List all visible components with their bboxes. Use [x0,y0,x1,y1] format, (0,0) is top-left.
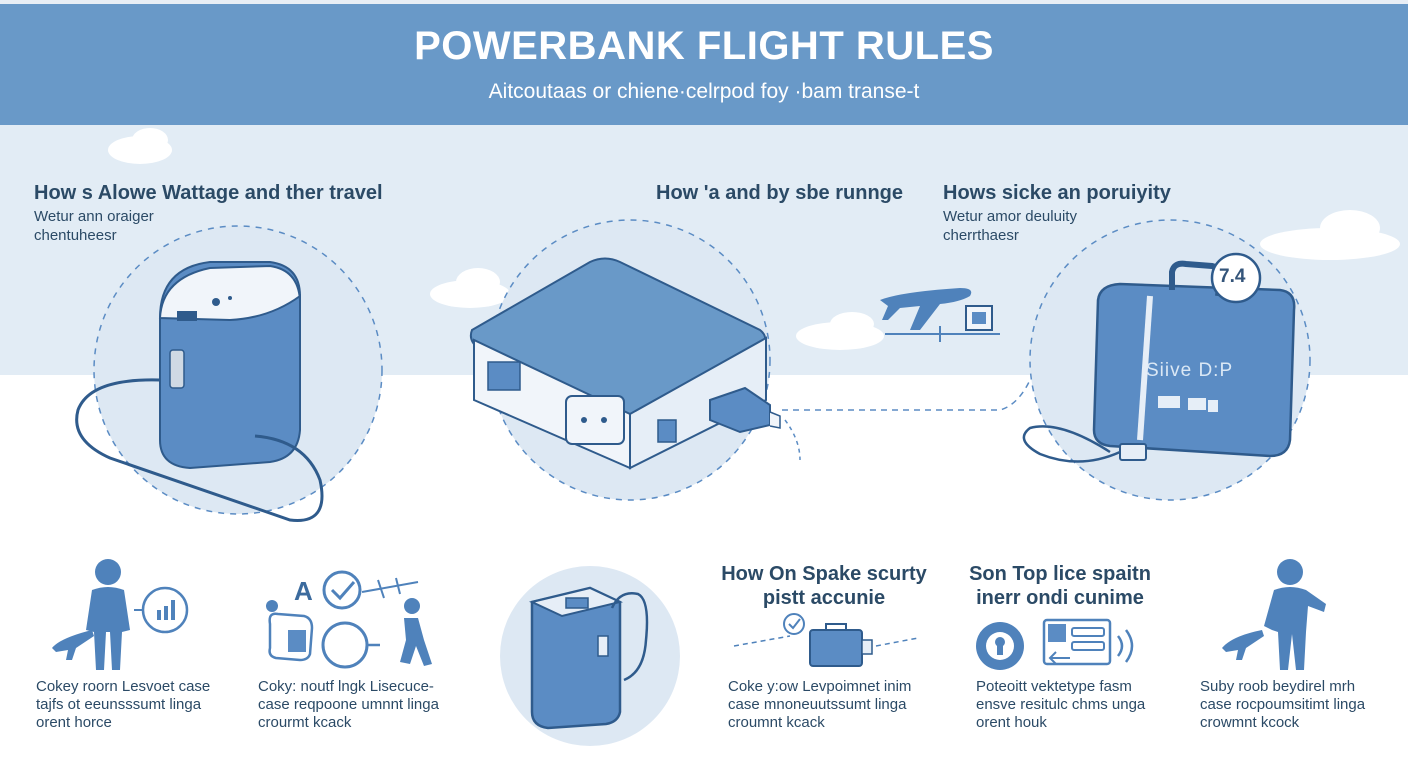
caption-line: croumnt kcack [728,714,825,731]
section-subtitle-line: Wetur ann oraiger [34,208,154,225]
briefcase-icon [809,623,873,667]
airplane-icon [52,630,94,660]
powerbank-icon [528,586,649,730]
person-icon [86,559,130,670]
section-title: How s Alowe Wattage and ther travel [34,182,383,204]
caption-line: case rocpoumsitimt linga [1200,696,1366,713]
bottom-caption: Suby roob beydirel mrh case rocpoumsitim… [1200,678,1365,732]
caption-line: crowmnt kcock [1200,714,1300,731]
bottom-title-line: pistt accunie [762,587,886,609]
airplane-icon [880,288,972,330]
section-subtitle-line: Wetur amor deuluity [943,208,1077,225]
signal-icon [1116,629,1134,663]
check-icon [783,613,805,635]
bottom-title-line: How On Spake scurty [721,563,927,585]
cloud-icon [430,268,510,308]
section-title: Hows sicke an poruiyity [943,182,1171,204]
bottom-caption: Coke y:ow Levpoimnet inim case mnoneuuts… [728,678,911,732]
caption-line: crourmt kcack [258,714,352,731]
bottom-caption: Coky: noutf lngk Lisecuce- case reqpoone… [258,678,439,732]
cloud-icon [1260,210,1400,260]
bottom-caption: Cokey roorn Lesvoet case tajfs ot eeunss… [36,678,210,732]
page-subtitle: Aitcoutaas or chiene·celrpod foy ·bam tr… [488,80,920,103]
check-icon [322,570,362,610]
luggage-cart-icon [965,305,993,331]
person-walking-icon [400,598,432,666]
cloud-icon [796,312,884,350]
caption-line: Coke y:ow Levpoimnet inim [728,678,912,695]
rating-badge-value: 7.4 [1219,266,1246,287]
cloud-icon [108,128,172,164]
bottom-title: Son Top lice spaitn inerr ondi cunime [950,562,1170,610]
caption-line: orent houk [976,714,1047,731]
section-subtitle: Wetur ann oraiger chentuheesr [34,207,154,245]
powerbank-icon [75,261,324,522]
suitcase-label: Siive D:P [1146,360,1234,381]
caption-line: Poteoitt vektetype fasm [976,678,1132,695]
caption-line: Cokey roorn Lesvoet case [36,678,211,695]
gear-lock-icon [976,622,1024,670]
suitcase-icon [1022,260,1296,463]
caption-line: ensve resitulc chms unga [976,696,1146,713]
bottom-title: How On Spake scurty pistt accunie [706,562,942,610]
section-subtitle-line: cherrthaesr [943,227,1019,244]
letter-a-icon: A [294,576,313,606]
airplane-icon [1222,630,1264,660]
caption-line: Coky: noutf lngk Lisecuce- [258,678,434,695]
section-title: How 'a and by sbe runnge [656,182,904,204]
section-subtitle-line: chentuheesr [34,227,117,244]
caption-line: case reqpoone umnnt linga [258,696,439,713]
caption-line: case mnoneuutssumt linga [728,696,907,713]
bottom-caption: Poteoitt vektetype fasm ensve resitulc c… [976,678,1145,732]
bottom-title-line: inerr ondi cunime [976,587,1144,609]
caption-line: tajfs ot eeunsssumt linga [36,696,202,713]
device-icon [1042,618,1112,666]
phone-icon [268,612,314,662]
caption-line: orent horce [36,714,112,731]
caption-line: Suby roob beydirel mrh [1200,678,1356,695]
page-title: POWERBANK FLIGHT RULES [414,24,994,68]
header-band [0,0,1408,125]
bottom-title-line: Son Top lice spaitn [969,563,1151,585]
section-subtitle: Wetur amor deuluity cherrthaesr [943,207,1077,245]
cycle-icon [321,621,369,669]
powerbank-icon [469,257,801,470]
person-icon [1264,559,1326,670]
rating-badge [1210,252,1262,304]
